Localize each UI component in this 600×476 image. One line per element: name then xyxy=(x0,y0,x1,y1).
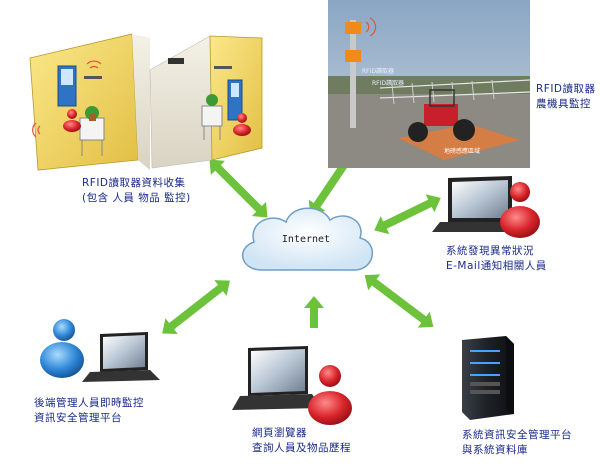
farm-photo-sign-1: RFID讀取器 xyxy=(362,68,395,75)
arrow-admin xyxy=(162,280,230,335)
caption-alert-line2: E-Mail通知相關人員 xyxy=(446,260,547,272)
arrow-alert xyxy=(374,194,441,235)
caption-server-line2: 與系統資料庫 xyxy=(462,444,528,456)
farm-photo-sign-2: RFID讀取器 xyxy=(372,80,405,87)
rfid-room-illustration xyxy=(29,33,263,171)
caption-browser: 網頁瀏覽器 查詢人員及物品歷程 xyxy=(252,426,351,456)
caption-admin-line1: 後端管理人員即時監控 xyxy=(34,397,144,409)
internet-label: Internet xyxy=(281,234,331,245)
arrows xyxy=(162,147,441,335)
caption-rfid-collect: RFID讀取器資料收集 (包含 人員 物品 監控) xyxy=(82,176,191,206)
arrow-rfid-collect xyxy=(209,159,268,218)
caption-rfid-collect-line2: (包含 人員 物品 監控) xyxy=(82,192,191,204)
caption-rfid-farm: RFID讀取器 農機具監控 xyxy=(536,82,596,112)
caption-browser-line1: 網頁瀏覽器 xyxy=(252,427,307,439)
caption-rfid-farm-line2: 農機具監控 xyxy=(536,98,591,110)
admin-workstation xyxy=(40,319,160,382)
caption-alert-line1: 系統發現異常狀況 xyxy=(446,245,534,257)
arrow-server xyxy=(364,274,434,328)
caption-rfid-farm-line1: RFID讀取器 xyxy=(536,83,596,95)
farm-photo-zone-label: 地磅感應區域 xyxy=(444,148,481,155)
caption-browser-line2: 查詢人員及物品歷程 xyxy=(252,442,351,454)
caption-admin: 後端管理人員即時監控 資訊安全管理平台 xyxy=(34,396,144,426)
server-tower xyxy=(462,336,514,420)
caption-alert: 系統發現異常狀況 E-Mail通知相關人員 xyxy=(446,244,547,274)
alert-workstation xyxy=(432,176,540,238)
arrow-browser xyxy=(304,296,324,328)
caption-rfid-collect-line1: RFID讀取器資料收集 xyxy=(82,177,186,189)
internet-cloud xyxy=(242,207,374,271)
farm-photo xyxy=(328,0,531,168)
browser-workstation xyxy=(232,346,352,425)
caption-server-line1: 系統資訊安全管理平台 xyxy=(462,429,572,441)
caption-server: 系統資訊安全管理平台 與系統資料庫 xyxy=(462,428,572,458)
caption-admin-line2: 資訊安全管理平台 xyxy=(34,412,122,424)
